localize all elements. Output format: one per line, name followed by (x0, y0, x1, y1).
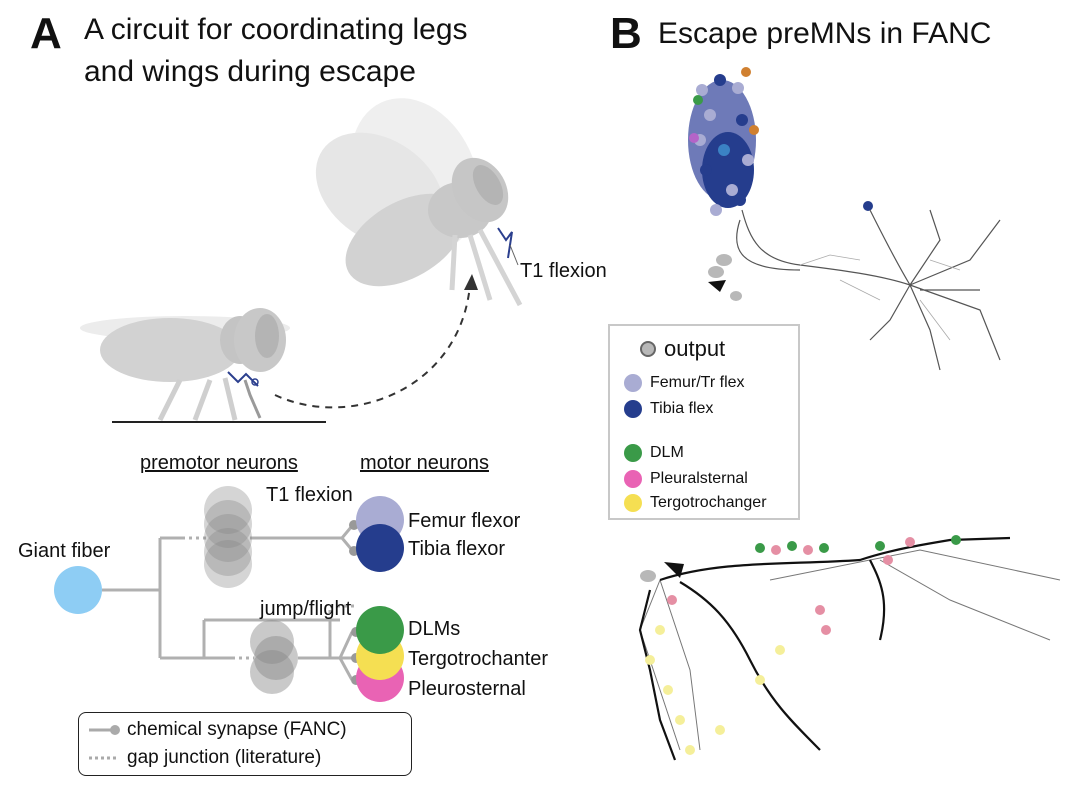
standing-fly-icon (80, 308, 290, 422)
circuit-diagram (54, 486, 404, 702)
legend-pleural-label: Pleuralsternal (650, 470, 748, 487)
legend-dlm-label: DLM (650, 444, 684, 461)
pleural-dot-icon (624, 470, 642, 488)
chemical-synapse-icon (89, 725, 120, 735)
t1-premotor-cluster (204, 486, 252, 588)
legend-item-femur: Femur/Tr flex (624, 374, 745, 392)
tibia-flexor-label: Tibia flexor (408, 538, 506, 560)
escape-fly-illustration (80, 98, 523, 423)
premotor-neurons-header: premotor neurons (140, 452, 298, 474)
femur-flexor-label: Femur flexor (408, 510, 521, 532)
chemical-synapse-row: chemical synapse (FANC) (87, 719, 347, 741)
jump-flight-label: jump/flight (260, 598, 352, 620)
output-dot-icon (640, 341, 656, 357)
arrow-head-icon (464, 274, 478, 290)
legend-item-tergo: Tergotrochanger (624, 494, 767, 512)
dlms-label: DLMs (408, 618, 461, 640)
premn-wing-render (638, 535, 1061, 761)
chemical-synapse-label: chemical synapse (FANC) (127, 719, 347, 740)
legend-tibia-label: Tibia flex (650, 400, 714, 417)
premn-leg-render (688, 67, 1001, 371)
gap-junction-icon (89, 756, 117, 760)
gap-junction-label: gap junction (literature) (127, 747, 322, 768)
gap-junction-wires (182, 536, 358, 660)
legend-item-pleural: Pleuralsternal (624, 470, 748, 488)
panel-b-letter: B (610, 9, 642, 58)
jump-trajectory-arrow (274, 284, 471, 409)
giant-fiber-node (54, 566, 102, 614)
tibia-flexor-node (356, 524, 404, 572)
legend-output-label: output (664, 336, 726, 361)
tergo-dot-icon (624, 494, 642, 512)
legend-femur-label: Femur/Tr flex (650, 374, 745, 391)
t1-flexion-fly-label: T1 flexion (520, 260, 607, 282)
legend-item-tibia: Tibia flex (624, 400, 713, 418)
tibia-dot-icon (624, 400, 642, 418)
t1-flexion-label: T1 flexion (266, 484, 353, 506)
tergotrochanter-label: Tergotrochanter (408, 648, 549, 670)
panel-a-title-line1: A circuit for coordinating legs (84, 13, 468, 46)
output-synapse-dots (645, 535, 961, 755)
panel-a-letter: A (30, 9, 62, 58)
dlm-dot-icon (624, 444, 642, 462)
femur-dot-icon (624, 374, 642, 392)
main-neurite (638, 536, 1011, 761)
legend-tergo-label: Tergotrochanger (650, 494, 767, 511)
pleurosternal-label: Pleurosternal (408, 678, 526, 700)
synapse-key: chemical synapse (FANC) gap junction (li… (78, 712, 412, 776)
legend-output-row: output (640, 336, 725, 362)
giant-fiber-label: Giant fiber (18, 540, 111, 562)
panel-a-title-line2: and wings during escape (84, 55, 416, 88)
gap-junction-row: gap junction (literature) (87, 747, 321, 769)
motor-neurons-header: motor neurons (360, 452, 489, 474)
neuron-legend: output Femur/Tr flex Tibia flex DLM Pleu… (608, 324, 800, 520)
panel-b-title: Escape preMNs in FANC (658, 17, 992, 50)
jump-premotor-cluster (250, 620, 298, 694)
cell-body-cluster (688, 67, 873, 216)
jumping-fly-icon (315, 98, 523, 307)
dlm-node (356, 606, 404, 654)
legend-item-dlm: DLM (624, 444, 684, 462)
